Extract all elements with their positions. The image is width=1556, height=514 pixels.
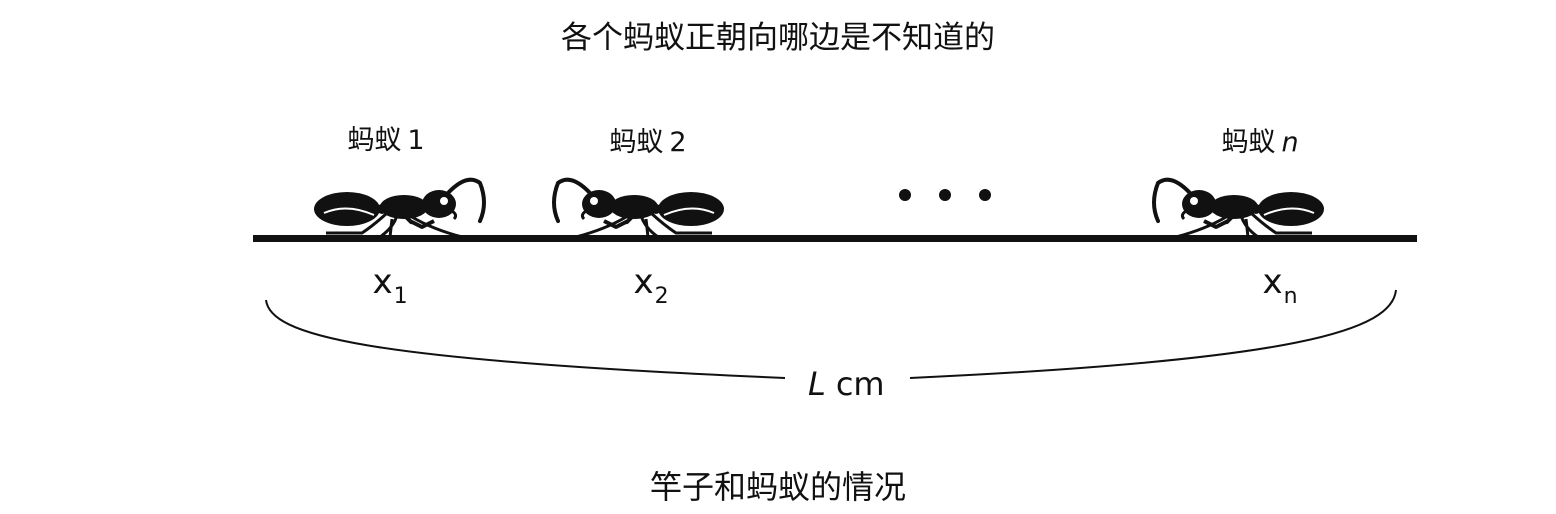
ant-number: 2 bbox=[669, 127, 687, 158]
position-subscript: 1 bbox=[393, 284, 408, 309]
ant-label-text: 蚂蚁 bbox=[609, 127, 664, 158]
position-var: x bbox=[633, 262, 654, 302]
pole bbox=[253, 235, 1417, 242]
position-var: x bbox=[372, 262, 393, 302]
position-var: x bbox=[1262, 262, 1283, 302]
diagram-title: 各个蚂蚁正朝向哪边是不知道的 bbox=[561, 20, 995, 56]
position-subscript: n bbox=[1283, 284, 1298, 309]
position-label-n: xn bbox=[1262, 262, 1297, 309]
length-brace bbox=[265, 289, 1397, 379]
ant-number: 1 bbox=[407, 125, 425, 156]
diagram-caption: 竿子和蚂蚁的情况 bbox=[649, 468, 906, 506]
ant-1 bbox=[312, 177, 486, 239]
ant-number: n bbox=[1281, 127, 1299, 158]
ellipsis-dots bbox=[899, 189, 991, 201]
ant-label-text: 蚂蚁 bbox=[347, 125, 402, 156]
ant-n bbox=[1152, 177, 1326, 239]
ant-label-text: 蚂蚁 bbox=[1221, 127, 1276, 158]
length-var: L bbox=[808, 365, 826, 403]
position-subscript: 2 bbox=[654, 284, 669, 309]
position-label-2: x2 bbox=[633, 262, 668, 309]
length-unit: cm bbox=[835, 365, 885, 403]
ant-2 bbox=[552, 177, 726, 239]
position-label-1: x1 bbox=[372, 262, 407, 309]
